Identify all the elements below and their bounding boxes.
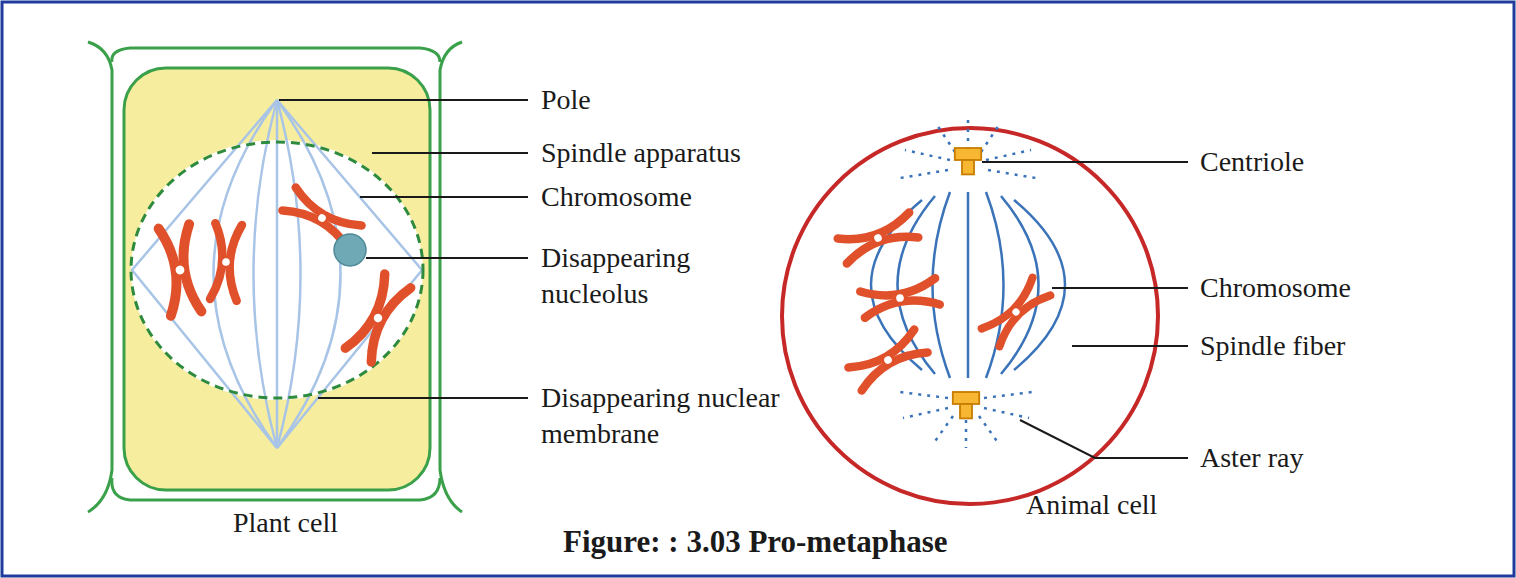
part-label: Chromosome — [541, 179, 692, 215]
part-label: Centriole — [1200, 144, 1304, 180]
figure-caption: Figure: : 3.03 Pro-metaphase — [563, 522, 948, 562]
part-label: Spindle apparatus — [541, 135, 741, 171]
part-label: Pole — [541, 82, 591, 118]
part-label: Aster ray — [1200, 440, 1303, 476]
cell-label: Plant cell — [233, 505, 338, 541]
part-label: Chromosome — [1200, 270, 1351, 306]
part-label: Disappearing nucleolus — [541, 240, 771, 313]
part-label: Spindle fiber — [1200, 328, 1345, 364]
cell-label: Animal cell — [1026, 487, 1157, 523]
part-label: Disappearing nuclear membrane — [541, 380, 841, 453]
